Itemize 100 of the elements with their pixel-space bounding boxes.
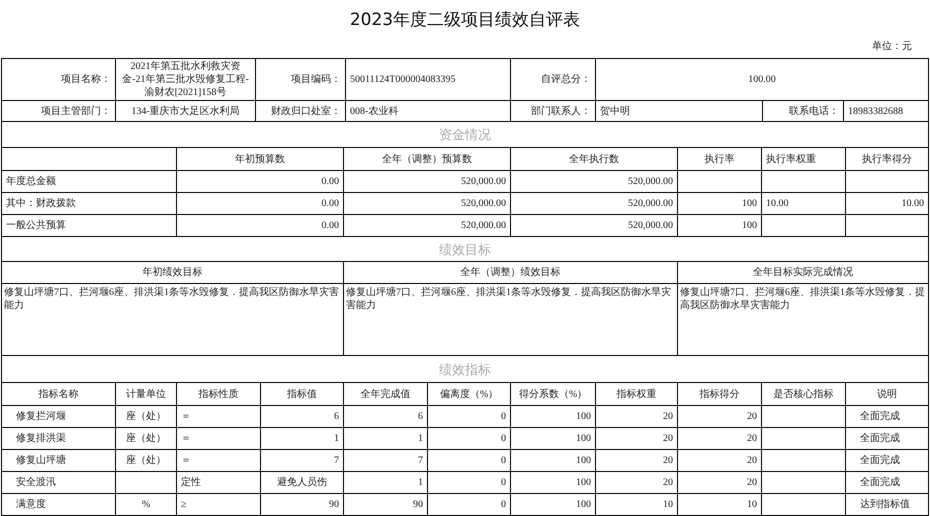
data-value: 0.00 (322, 175, 339, 188)
row-label: 满意度 (16, 498, 46, 511)
row-label: 一般公共预算 (6, 219, 66, 232)
field-value: 008-农业科 (350, 104, 398, 118)
data-value: 0 (501, 498, 506, 511)
field-value: 50011124T000004083395 (350, 73, 456, 86)
data-value: 520,000.00 (461, 175, 506, 188)
data-value: 定性 (181, 476, 201, 489)
data-value: 10.00 (902, 197, 924, 210)
data-value: 20 (747, 476, 757, 489)
data-value: ＝ (181, 432, 191, 445)
data-value: 0.00 (322, 197, 339, 210)
data-value: 1 (418, 432, 423, 445)
data-value: 7 (418, 454, 423, 467)
column-header: 说明 (877, 388, 897, 400)
data-value: 全面完成 (860, 476, 900, 489)
data-value: 520,000.00 (628, 197, 673, 210)
column-header: 计量单位 (126, 388, 166, 400)
column-header: 指标性质 (198, 388, 238, 400)
column-header: 指标值 (287, 388, 317, 400)
row-label: 其中：财政拨款 (6, 197, 76, 210)
section-heading: 绩效目标 (439, 242, 491, 256)
data-value: 0.00 (322, 219, 339, 232)
field-value: 134-重庆市大足区水利局 (131, 104, 240, 118)
column-header: 全年执行数 (569, 152, 619, 166)
field-label: 项目名称： (61, 73, 111, 86)
data-value: ＝ (181, 410, 191, 423)
column-header: 是否核心指标 (774, 388, 834, 400)
column-header: 全年完成值 (360, 388, 410, 400)
data-value: 20 (663, 454, 673, 467)
data-value: 100 (576, 432, 591, 445)
unit-note: 单位：元 (872, 40, 912, 53)
data-value: 6 (334, 410, 339, 423)
data-value: ＝ (181, 454, 191, 467)
column-header: 执行率权重 (766, 152, 816, 166)
data-value: 座（处） (126, 410, 166, 423)
data-value: 10 (663, 498, 673, 511)
field-value: 贺中明 (600, 104, 630, 118)
section-heading: 绩效指标 (439, 362, 491, 376)
data-value: 100 (742, 197, 757, 210)
column-header: 全年目标实际完成情况 (753, 266, 853, 279)
data-value: 1 (418, 476, 423, 489)
data-value: 全面完成 (860, 454, 900, 467)
column-header: 偏离度（%） (440, 388, 498, 400)
data-value: % (142, 498, 150, 511)
goal-text: 修复山坪塘7口、拦河堰6座、排洪渠1条等水毁修复．提高我区防御水旱灾害能力 (4, 286, 340, 312)
column-header: 执行率得分 (862, 152, 912, 166)
row-label: 安全渡汛 (16, 476, 56, 489)
page-title: 2023年度二级项目绩效自评表 (350, 10, 580, 30)
data-value: 避免人员伤 (277, 476, 327, 489)
row-label: 年度总金额 (6, 175, 56, 188)
data-value: 10 (747, 498, 757, 511)
data-value: 座（处） (126, 454, 166, 467)
row-label: 修复排洪渠 (16, 432, 66, 445)
column-header: 全年（调整）绩效目标 (460, 266, 560, 279)
data-value: 全面完成 (860, 432, 900, 445)
column-header: 全年（调整）预算数 (382, 152, 472, 166)
field-label: 项目主管部门： (41, 104, 111, 118)
field-value: 2021年第五批水利救灾资金-21年第三批水毁修复工程-渝财农[2021]158号 (121, 60, 250, 99)
data-value: 0 (501, 454, 506, 467)
data-value: 520,000.00 (628, 219, 673, 232)
data-value: ≥ (181, 498, 186, 511)
data-value: 达到指标值 (860, 498, 910, 511)
column-header: 指标权重 (616, 388, 656, 400)
field-label: 联系电话： (789, 104, 839, 118)
score-value: 100.00 (748, 73, 776, 86)
data-value: 20 (663, 432, 673, 445)
column-header: 指标名称 (38, 388, 78, 400)
row-label: 修复拦河堰 (16, 410, 66, 423)
data-value: 100 (576, 498, 591, 511)
field-label: 自评总分： (541, 73, 591, 86)
data-value: 520,000.00 (461, 197, 506, 210)
data-value: 6 (418, 410, 423, 423)
row-label: 修复山坪塘 (16, 454, 66, 467)
column-header: 年初预算数 (235, 152, 285, 166)
data-value: 20 (747, 432, 757, 445)
data-value: 520,000.00 (461, 219, 506, 232)
column-header: 得分系数（%） (518, 388, 588, 400)
column-header: 年初绩效目标 (142, 266, 202, 279)
data-value: 1 (334, 432, 339, 445)
data-value: 90 (413, 498, 423, 511)
data-value: 0 (501, 410, 506, 423)
data-value: 0 (501, 432, 506, 445)
field-label: 项目编码： (291, 73, 341, 86)
data-value: 20 (663, 476, 673, 489)
field-value: 18983382688 (848, 104, 903, 118)
column-header: 指标得分 (700, 388, 740, 400)
data-value: 7 (334, 454, 339, 467)
column-header: 执行率 (704, 152, 734, 166)
data-value: 0 (501, 476, 506, 489)
section-heading: 资金情况 (439, 128, 491, 141)
data-value: 座（处） (126, 432, 166, 445)
data-value: 100 (576, 410, 591, 423)
goal-text: 修复山坪塘7口、拦河堰6座、排洪渠1条等水毁修复．提高我区防御水旱灾害能力 (680, 286, 926, 312)
field-label: 部门联系人： (531, 104, 591, 118)
data-value: 100 (576, 454, 591, 467)
field-label: 财政归口处室： (271, 104, 341, 118)
data-value: 100 (742, 219, 757, 232)
data-value: 520,000.00 (628, 175, 673, 188)
data-value: 20 (747, 454, 757, 467)
